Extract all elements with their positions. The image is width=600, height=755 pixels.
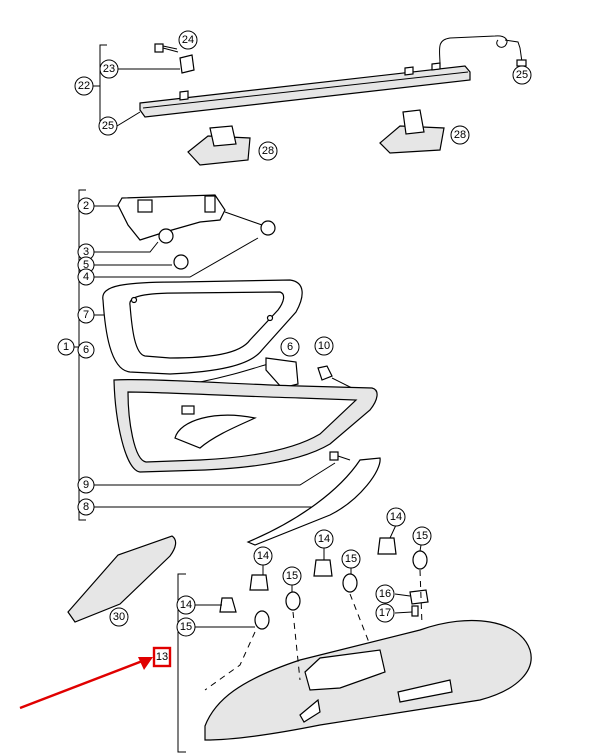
callout-label: 15 xyxy=(286,570,298,582)
callout-13-highlighted: 13 xyxy=(152,646,172,668)
callout-label: 1 xyxy=(63,341,69,353)
callout-14: 14 xyxy=(386,507,406,527)
callout-label: 22 xyxy=(78,80,90,92)
callout-label: 23 xyxy=(103,63,115,75)
callout-label: 7 xyxy=(83,309,89,321)
callout-label: 4 xyxy=(83,271,89,283)
callout-label: 15 xyxy=(416,530,428,542)
group-bracket-22 xyxy=(90,44,180,131)
callout-8: 8 xyxy=(77,498,95,516)
callout-label: 14 xyxy=(180,599,192,611)
leader-lines-bottom xyxy=(194,524,423,691)
callout-28: 28 xyxy=(450,125,470,145)
callout-label: 24 xyxy=(182,34,194,46)
bumper-light-lower xyxy=(204,619,532,741)
clip-23 xyxy=(179,54,195,74)
callout-label: 2 xyxy=(83,200,89,212)
callout-7: 7 xyxy=(77,306,95,324)
third-brake-light xyxy=(139,35,527,118)
callout-1: 1 xyxy=(57,338,75,356)
callout-15: 15 xyxy=(176,617,196,637)
callout-15: 15 xyxy=(282,566,302,586)
callout-14: 14 xyxy=(314,529,334,549)
license-lamp-right xyxy=(379,109,445,154)
callout-16: 16 xyxy=(375,584,395,604)
callout-10: 10 xyxy=(314,336,334,356)
callout-2: 2 xyxy=(77,197,95,215)
callout-30: 30 xyxy=(109,607,129,627)
callout-17: 17 xyxy=(375,603,395,623)
callout-label: 17 xyxy=(379,607,391,619)
nut-10 xyxy=(317,365,353,389)
callout-15: 15 xyxy=(341,549,361,569)
reflector-30 xyxy=(67,535,177,623)
callout-label: 5 xyxy=(83,259,89,271)
callout-25: 25 xyxy=(512,65,532,85)
callout-6: 6 xyxy=(77,341,95,359)
screw-24 xyxy=(154,43,179,53)
callout-14: 14 xyxy=(253,546,273,566)
callout-15: 15 xyxy=(412,526,432,546)
license-lamp-left xyxy=(187,125,251,166)
callout-28: 28 xyxy=(258,141,278,161)
screw-9 xyxy=(329,451,351,461)
callout-label: 15 xyxy=(345,553,357,565)
callout-label: 14 xyxy=(257,550,269,562)
callout-22: 22 xyxy=(74,76,94,96)
leader-lines-middle xyxy=(94,205,336,508)
callout-label: 16 xyxy=(379,588,391,600)
callout-label: 28 xyxy=(454,129,466,141)
callout-9: 9 xyxy=(77,476,95,494)
callout-25: 25 xyxy=(98,116,118,136)
callout-label: 25 xyxy=(516,69,528,81)
trim-strip-8 xyxy=(246,457,381,546)
callout-label: 13 xyxy=(156,651,168,663)
callout-label: 14 xyxy=(390,511,402,523)
highlight-arrow xyxy=(19,657,153,710)
callout-label: 30 xyxy=(113,611,125,623)
callout-label: 3 xyxy=(83,246,89,258)
bulb-sockets xyxy=(219,537,429,630)
callout-4: 4 xyxy=(77,268,95,286)
callout-24: 24 xyxy=(178,30,198,50)
callout-label: 10 xyxy=(318,340,330,352)
group-bracket-13 xyxy=(177,573,186,753)
callout-label: 14 xyxy=(318,533,330,545)
tail-light-housing xyxy=(113,378,378,473)
callout-label: 28 xyxy=(262,145,274,157)
callout-6: 6 xyxy=(280,337,300,357)
callout-label: 25 xyxy=(102,120,114,132)
callout-label: 15 xyxy=(180,621,192,633)
callout-label: 6 xyxy=(287,341,293,353)
callout-label: 8 xyxy=(83,501,89,513)
callout-label: 9 xyxy=(83,479,89,491)
callout-label: 6 xyxy=(83,344,89,356)
bulb-carrier xyxy=(117,194,276,270)
callout-14: 14 xyxy=(176,595,196,615)
callout-23: 23 xyxy=(99,59,119,79)
gasket-7 xyxy=(102,279,303,375)
